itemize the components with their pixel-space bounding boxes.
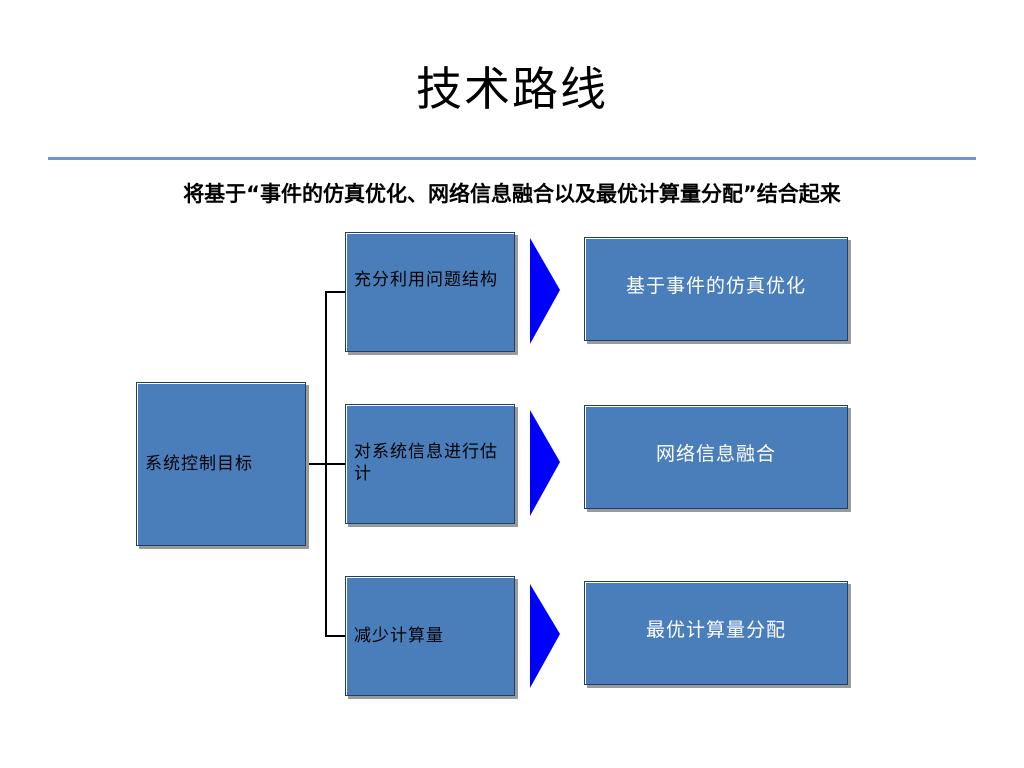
arrow-right-icon-2 — [530, 410, 560, 516]
result-label-2: 网络信息融合 — [655, 442, 776, 465]
result-box-2: 网络信息融合 — [584, 405, 848, 509]
method-label-3: 减少计算量 — [354, 626, 444, 646]
method-box-2: 对系统信息进行估计 — [345, 404, 515, 524]
method-label-2: 对系统信息进行估计 — [354, 442, 498, 484]
result-label-1: 基于事件的仿真优化 — [625, 274, 806, 297]
result-box-1: 基于事件的仿真优化 — [584, 237, 848, 341]
page-subtitle: 将基于“事件的仿真优化、网络信息融合以及最优计算量分配”结合起来 — [183, 182, 841, 206]
title-divider — [48, 157, 976, 160]
arrow-right-icon-1 — [530, 238, 560, 344]
arrow-right-icon-3 — [530, 584, 560, 688]
method-label-1: 充分利用问题结构 — [354, 270, 498, 290]
root-goal-label: 系统控制目标 — [145, 454, 253, 474]
page-title: 技术路线 — [416, 62, 608, 116]
result-box-3: 最优计算量分配 — [584, 581, 848, 685]
root-goal-box: 系统控制目标 — [136, 382, 306, 546]
method-box-1: 充分利用问题结构 — [345, 232, 515, 352]
result-label-3: 最优计算量分配 — [645, 618, 786, 641]
method-box-3: 减少计算量 — [345, 576, 515, 696]
